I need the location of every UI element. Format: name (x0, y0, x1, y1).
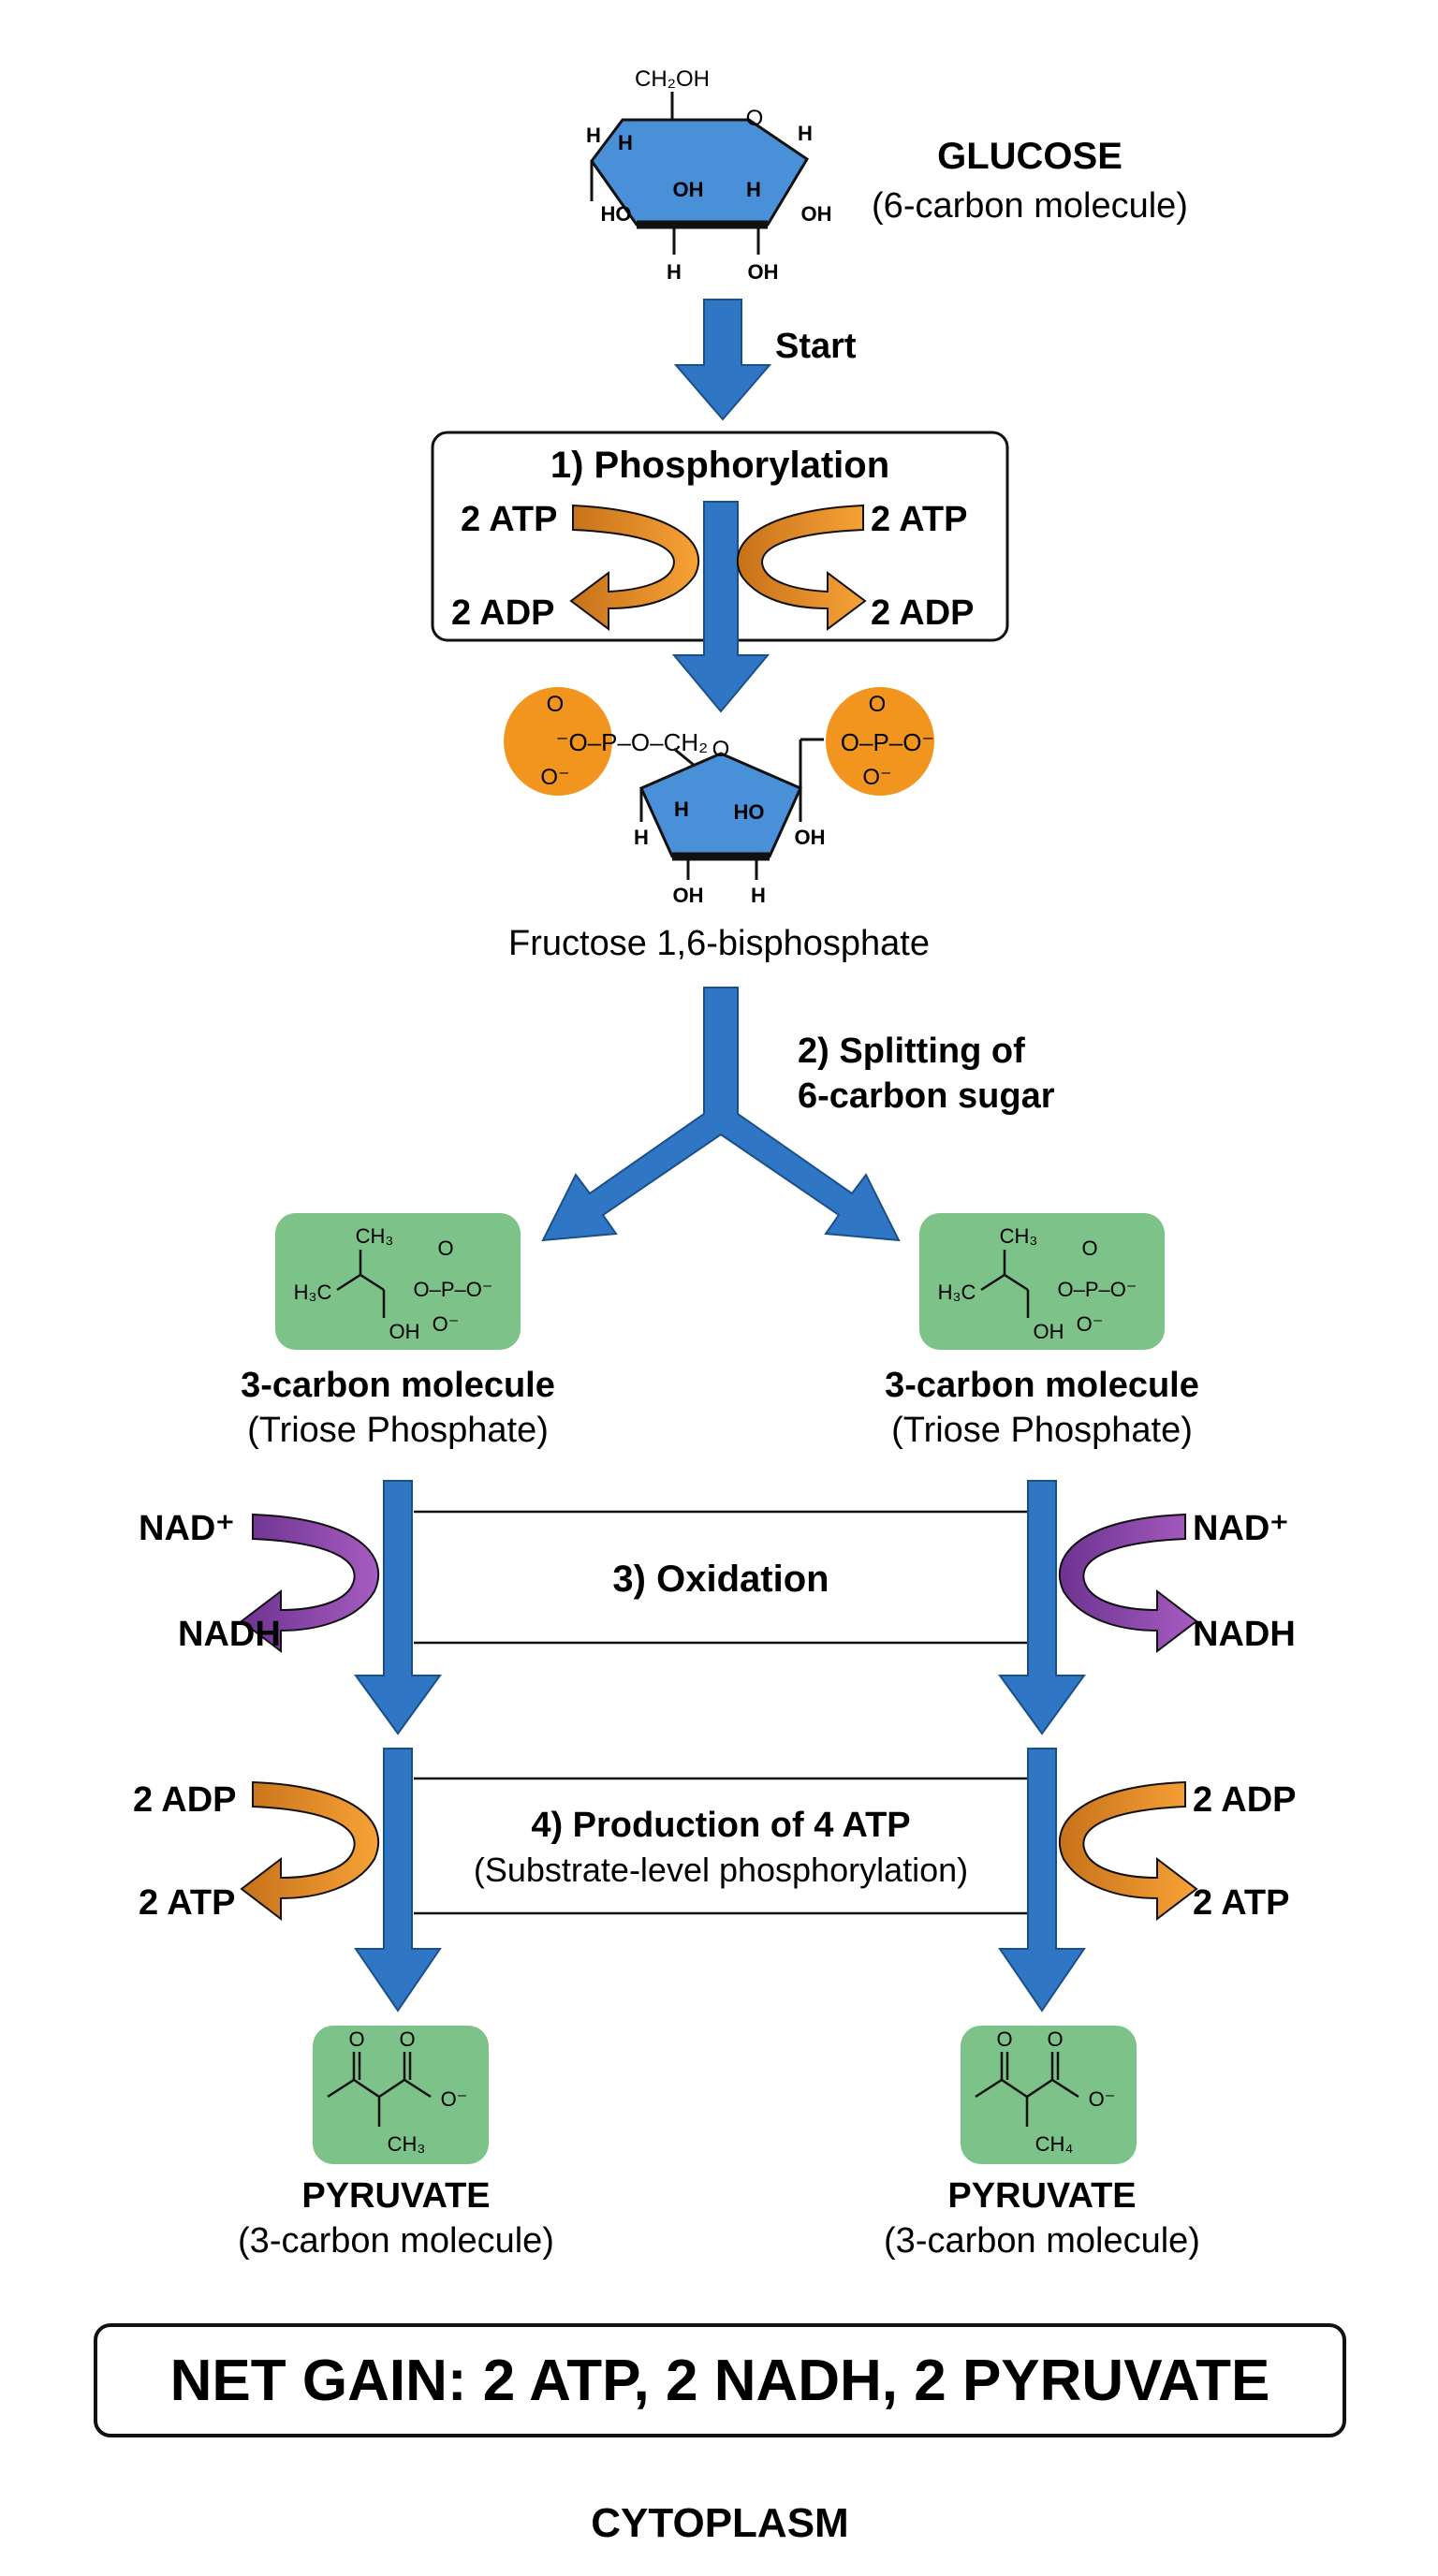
pyruvate-ch3: CH₃ (388, 2132, 426, 2156)
pyruvate-o: O (399, 2027, 415, 2051)
phosphorylation-arrow (671, 501, 770, 713)
glucose-atom-oh: OH (748, 260, 779, 284)
glucose-atom-oh: OH (673, 178, 704, 201)
production-arrow-right (998, 1748, 1086, 2012)
oxidation-nad-left: NAD⁺ (139, 1509, 234, 1548)
fructose-label: Fructose 1,6-bisphosphate (508, 924, 930, 963)
adp-to-atp-arrow-left (240, 1780, 380, 1922)
glucose-atom-oh: OH (801, 202, 832, 226)
phosphate-left-o-top: O (547, 692, 565, 717)
phosphorylation-atp-left: 2 ATP (461, 500, 557, 539)
production-subtitle: (Substrate-level phosphorylation) (474, 1851, 968, 1889)
triose-o: O (437, 1237, 453, 1260)
production-arrow-left (354, 1748, 442, 2012)
triose-phosphate: O–P–O⁻ (414, 1278, 493, 1301)
fructose-atom-ho: HO (734, 800, 765, 824)
fructose-bisphosphate-molecule: O ⁻O–P–O–CH₂ O⁻ O O–P–O⁻ O⁻ O H H HO OH … (504, 687, 934, 907)
fructose-atom-h: H (674, 798, 689, 821)
production-title: 4) Production of 4 ATP (531, 1806, 910, 1845)
oxidation-nadh-right: NADH (1193, 1615, 1296, 1654)
phosphate-right-o-bottom: O⁻ (862, 765, 891, 790)
location-label: CYTOPLASM (591, 2500, 848, 2546)
pyruvate-molecule-right: O O O⁻ CH₄ (961, 2026, 1137, 2164)
pyruvate-subtitle-right: (3-carbon molecule) (884, 2221, 1200, 2261)
fructose-atom-oh: OH (673, 884, 704, 907)
nad-to-nadh-arrow-left (240, 1513, 380, 1654)
start-arrow (673, 299, 772, 421)
triose-phosphate-molecule-right: CH₃ H₃C OH O–P–O⁻ O O⁻ (919, 1213, 1165, 1350)
oxidation-nad-right: NAD⁺ (1193, 1509, 1288, 1548)
triose-title-left: 3-carbon molecule (241, 1366, 555, 1405)
splitting-arrow (541, 987, 901, 1242)
phosphate-left-chain: ⁻O–P–O–CH₂ (556, 728, 709, 756)
glucose-atom-h: H (586, 124, 601, 147)
splitting-label-line1: 2) Splitting of (798, 1032, 1025, 1071)
glucose-ring-oxygen: O (746, 106, 764, 131)
glucose-atom-h: H (746, 178, 761, 201)
pyruvate-o: O (1047, 2027, 1063, 2051)
triose-ch3: CH₃ (1000, 1224, 1038, 1248)
glucose-atom-ho: HO (601, 202, 632, 226)
production-adp-right: 2 ADP (1193, 1780, 1297, 1820)
triose-oh: OH (389, 1320, 420, 1343)
fructose-atom-h: H (634, 826, 649, 849)
phosphate-left-o-bottom: O⁻ (540, 765, 569, 790)
pyruvate-o-minus: O⁻ (1089, 2087, 1116, 2111)
triose-o-minus: O⁻ (1077, 1312, 1104, 1336)
pyruvate-subtitle-left: (3-carbon molecule) (238, 2221, 554, 2261)
triose-h3c: H₃C (938, 1281, 976, 1304)
pyruvate-molecule-left: O O O⁻ CH₃ (313, 2026, 489, 2164)
glucose-title: GLUCOSE (937, 136, 1123, 177)
oxidation-arrow-left (354, 1480, 442, 1735)
triose-phosphate-molecule-left: CH₃ H₃C OH O–P–O⁻ O O⁻ (275, 1213, 521, 1350)
glucose-atom-h: H (798, 122, 813, 145)
net-gain-box: NET GAIN: 2 ATP, 2 NADH, 2 PYRUVATE (94, 2323, 1346, 2437)
phosphate-group-right (826, 687, 934, 796)
triose-o: O (1081, 1237, 1097, 1260)
triose-h3c: H₃C (294, 1281, 332, 1304)
triose-title-right: 3-carbon molecule (885, 1366, 1199, 1405)
pyruvate-o: O (348, 2027, 364, 2051)
fructose-atom-h: H (751, 884, 766, 907)
production-adp-left: 2 ADP (133, 1780, 237, 1820)
phosphate-right-chain: O–P–O⁻ (841, 728, 934, 756)
pyruvate-title-left: PYRUVATE (301, 2176, 490, 2216)
nad-to-nadh-arrow-right (1058, 1513, 1198, 1654)
triose-oh: OH (1034, 1320, 1064, 1343)
production-atp-left: 2 ATP (139, 1883, 235, 1923)
glucose-ch2oh-label: CH₂OH (635, 66, 710, 92)
oxidation-nadh-left: NADH (178, 1615, 281, 1654)
phosphorylation-atp-right: 2 ATP (871, 500, 967, 539)
triose-phosphate: O–P–O⁻ (1058, 1278, 1137, 1301)
triose-ch3: CH₃ (356, 1224, 394, 1248)
phosphate-right-o-top: O (869, 692, 887, 717)
phosphorylation-adp-right: 2 ADP (871, 593, 975, 633)
glucose-subtitle: (6-carbon molecule) (872, 186, 1188, 226)
start-label: Start (775, 327, 857, 366)
glucose-atom-h: H (667, 260, 682, 284)
phosphorylation-title: 1) Phosphorylation (550, 445, 889, 486)
fructose-ring-oxygen: O (712, 737, 730, 762)
phosphorylation-adp-left: 2 ADP (451, 593, 555, 633)
atp-to-adp-arrow-left (569, 504, 700, 631)
net-gain-label: NET GAIN: 2 ATP, 2 NADH, 2 PYRUVATE (170, 2349, 1270, 2413)
pyruvate-ch4: CH₄ (1035, 2132, 1074, 2156)
splitting-label-line2: 6-carbon sugar (798, 1076, 1055, 1116)
pyruvate-title-right: PYRUVATE (947, 2176, 1136, 2216)
atp-to-adp-arrow-right (736, 504, 867, 631)
triose-subtitle-right: (Triose Phosphate) (891, 1411, 1193, 1450)
triose-o-minus: O⁻ (433, 1312, 460, 1336)
production-atp-right: 2 ATP (1193, 1883, 1289, 1923)
glucose-molecule: CH₂OH O H H HO OH H H OH H OH (586, 66, 831, 284)
phosphate-group-left (504, 687, 612, 796)
pyruvate-o-minus: O⁻ (441, 2087, 468, 2111)
adp-to-atp-arrow-right (1058, 1780, 1198, 1922)
pyruvate-o: O (996, 2027, 1012, 2051)
triose-subtitle-left: (Triose Phosphate) (247, 1411, 549, 1450)
glucose-atom-h: H (618, 131, 633, 154)
fructose-atom-oh: OH (795, 826, 826, 849)
oxidation-arrow-right (998, 1480, 1086, 1735)
oxidation-title: 3) Oxidation (612, 1559, 829, 1600)
